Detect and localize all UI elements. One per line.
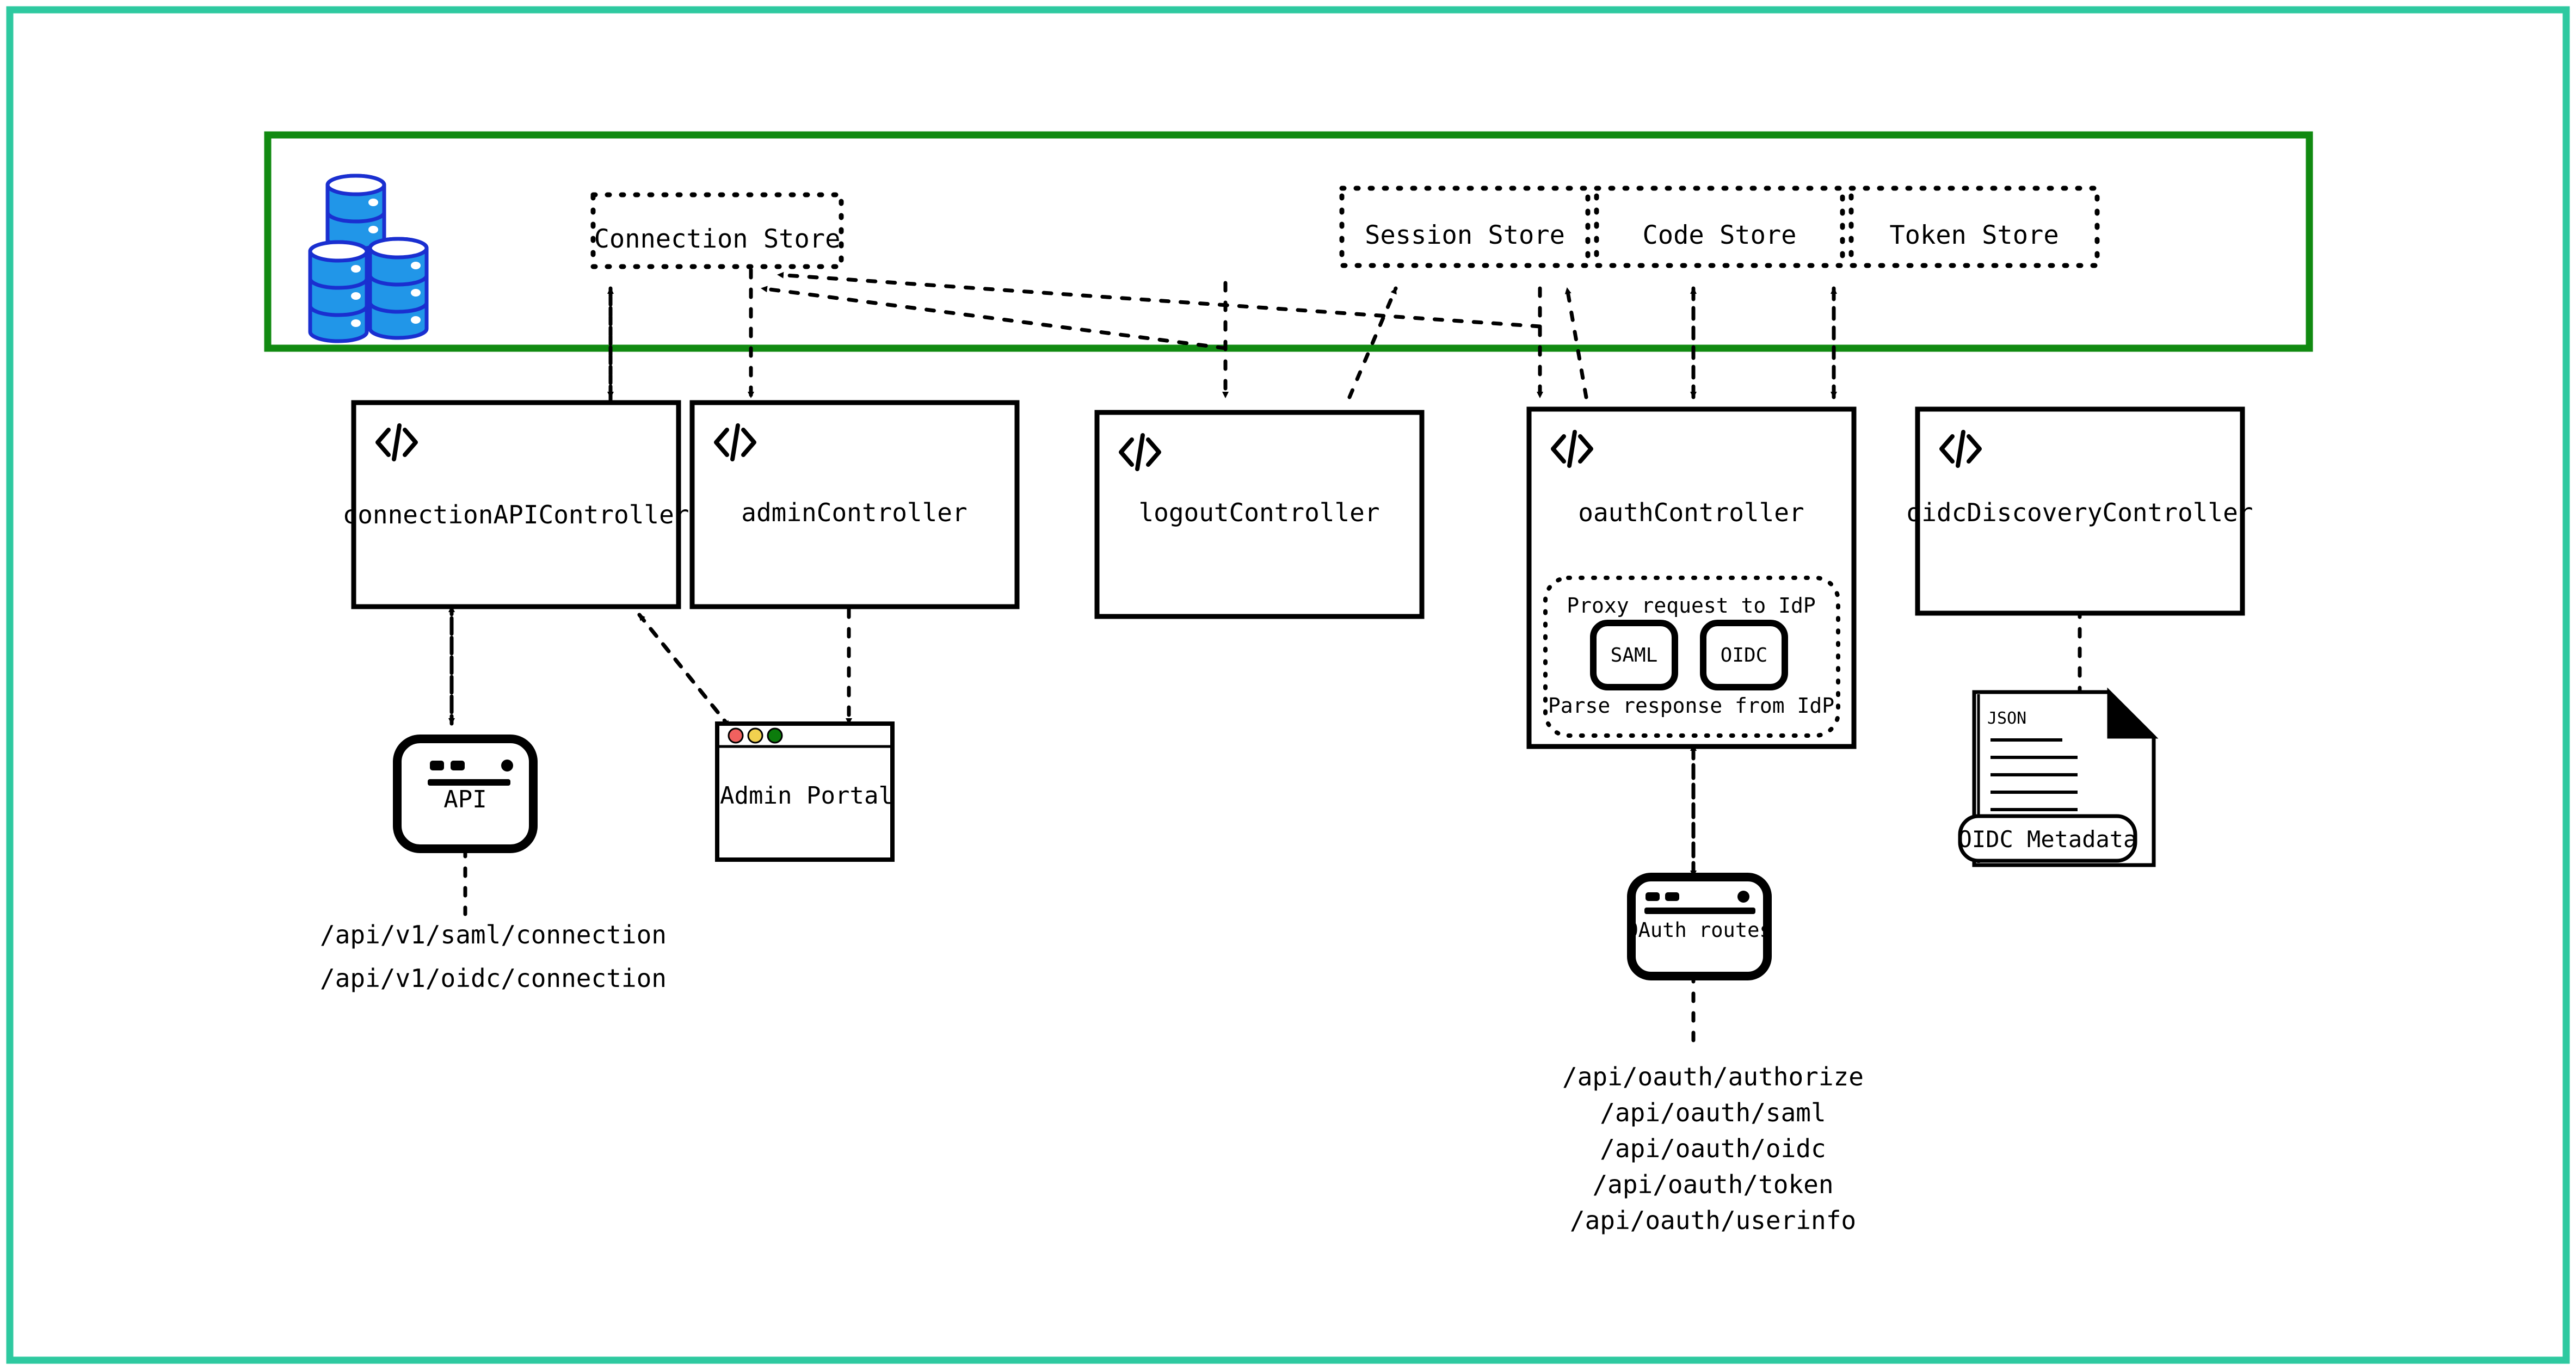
controller-label: oidcDiscoveryController — [1907, 498, 2253, 527]
connector-oauth-to-sessionstore — [1564, 286, 1588, 399]
oauth-routes-label: OAuth routes — [1626, 918, 1771, 942]
endpoint-list-oauth: /api/oauth/authorize /api/oauth/saml /ap… — [1562, 1062, 1864, 1235]
controller-connectionapicontroller[interactable]: connectionAPIController — [343, 400, 689, 609]
window-dot — [1646, 892, 1660, 901]
oidc-metadata-label: OIDC Metadata — [1958, 826, 2137, 853]
oidc-button-label: OIDC — [1721, 644, 1768, 667]
window-dot — [1665, 892, 1679, 901]
controller-label: connectionAPIController — [343, 500, 689, 529]
controller-oauthcontroller[interactable]: oauthController Proxy request to IdP SAM… — [1526, 406, 1857, 749]
node-oauth-routes[interactable]: OAuth routes — [1626, 873, 1772, 980]
controller-admincontroller[interactable]: adminController — [689, 400, 1020, 609]
saml-button[interactable]: SAML — [1590, 620, 1678, 690]
outer-frame — [6, 6, 2570, 1364]
endpoint-item: /api/v1/oidc/connection — [320, 964, 667, 993]
window-bar — [1644, 908, 1755, 914]
endpoint-item: /api/oauth/userinfo — [1570, 1206, 1856, 1235]
window-dot — [501, 760, 513, 772]
endpoint-item: /api/oauth/token — [1592, 1170, 1833, 1199]
store-label: Session Store — [1365, 220, 1565, 250]
store-label: Code Store — [1643, 220, 1797, 250]
endpoint-item: /api/v1/saml/connection — [320, 920, 667, 949]
store-code-store[interactable]: Code Store — [1594, 186, 1845, 268]
window-bar — [428, 779, 510, 786]
controller-label: oauthController — [1578, 498, 1804, 527]
connector-oauth-to-connstore-a — [776, 271, 1542, 329]
endpoint-list-connection-api: /api/v1/saml/connection /api/v1/oidc/con… — [320, 920, 667, 993]
parse-response-label: Parse response from IdP — [1548, 694, 1834, 718]
api-label: API — [443, 786, 486, 813]
node-admin-portal[interactable]: Admin Portal — [715, 721, 895, 862]
endpoint-item: /api/oauth/oidc — [1600, 1134, 1826, 1163]
saml-button-label: SAML — [1611, 644, 1658, 667]
store-label: Token Store — [1889, 220, 2059, 250]
store-token-store[interactable]: Token Store — [1848, 186, 2100, 268]
connector-oauth-to-connstore-b — [760, 286, 1228, 350]
endpoint-item: /api/oauth/authorize — [1562, 1062, 1864, 1091]
window-dot — [430, 761, 444, 770]
controller-oidcdiscoverycontroller[interactable]: oidcDiscoveryController — [1907, 406, 2253, 616]
controller-label: logoutController — [1138, 498, 1379, 527]
window-dot — [451, 761, 465, 770]
store-session-store[interactable]: Session Store — [1339, 186, 1591, 268]
window-dot — [1737, 891, 1749, 903]
database-cluster-icon — [308, 174, 429, 343]
admin-portal-label: Admin Portal — [720, 782, 893, 810]
endpoint-item: /api/oauth/saml — [1600, 1098, 1826, 1127]
store-connection-store[interactable]: Connection Store — [590, 192, 844, 269]
connector-logout-to-sessionstore — [1347, 286, 1398, 399]
store-label: Connection Store — [594, 224, 841, 254]
controller-label: adminController — [741, 498, 967, 527]
traffic-light-yellow — [747, 727, 763, 744]
oidc-button[interactable]: OIDC — [1700, 620, 1788, 690]
code-icon — [1551, 430, 1593, 468]
proxy-request-label: Proxy request to IdP — [1567, 594, 1816, 618]
controller-logoutcontroller[interactable]: logoutController — [1094, 410, 1425, 619]
node-api[interactable]: API — [393, 735, 538, 853]
oauth-idp-panel: Proxy request to IdP SAML OIDC Parse res… — [1543, 576, 1840, 738]
connector-group — [448, 248, 2084, 1052]
node-oidc-metadata[interactable]: JSON OIDC Metadata — [1958, 687, 2159, 867]
code-icon — [1119, 433, 1161, 471]
traffic-light-green — [767, 727, 783, 744]
code-icon — [1939, 430, 1982, 468]
code-icon — [714, 423, 756, 461]
storage-band-border — [264, 131, 2313, 352]
connector-adminportal-to-connapi — [637, 613, 731, 729]
code-icon — [375, 423, 418, 461]
json-doc-type: JSON — [1987, 709, 2026, 728]
traffic-light-red — [728, 727, 744, 744]
